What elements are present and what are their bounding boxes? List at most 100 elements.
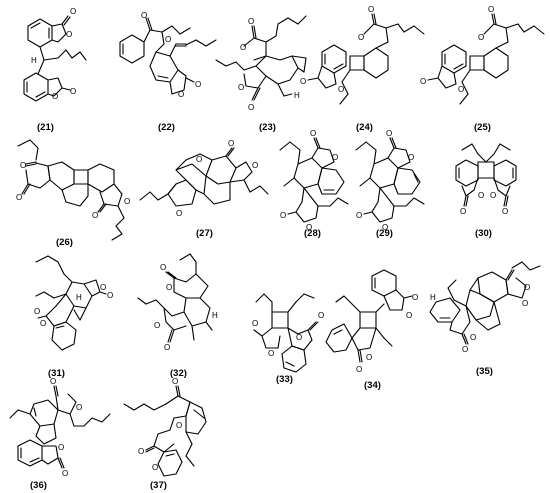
compound-23-atom-1: O [248,17,254,26]
compound-25: O O O O (25) [420,5,545,133]
compound-32-atom-2: O [166,283,172,292]
compound-23-atom-3: O [238,83,244,92]
compound-28: O O O O (28) [279,129,349,239]
compound-21: O O O O H (21) [23,7,87,133]
compound-24-atom-1: O [368,5,374,14]
compound-33-atom-2: O [268,349,274,358]
compound-33: O O O O (33) [252,293,324,385]
compound-28-atom-1: O [310,129,316,138]
compound-27-label: (27) [196,228,213,239]
compound-33-skeleton [253,293,319,373]
compound-25-label: (25) [474,122,491,133]
compound-24: O O O O (24) [300,5,425,133]
compound-21-skeleton [23,15,87,102]
compound-30-atom-3: O [490,191,496,200]
compound-22-label: (22) [158,122,175,133]
compound-22-atom-1: O [141,11,147,20]
compound-34-atom-2: O [412,293,418,302]
compound-21-atom-5: H [31,56,37,65]
compound-35-atom-5: H [430,293,436,302]
compound-37-atom-1: O [172,377,178,386]
compound-32-skeleton [137,253,213,343]
compound-36-atom-2: O [76,403,82,412]
compound-25-atom-1: O [488,5,494,14]
compound-26: O O O O (26) [16,139,130,248]
compound-35-atom-1: O [524,283,530,292]
compound-23-label: (23) [259,122,276,133]
compound-25-atom-4: O [420,77,426,86]
compound-23-atom-2: O [240,43,246,52]
compound-33-atom-3: O [296,333,302,342]
compound-25-skeleton [427,13,545,105]
compound-30: O O O O (30) [455,143,517,239]
compound-34-label: (34) [364,380,381,391]
compound-31-atom-2: O [107,291,113,300]
compound-31-atom-1: O [100,283,106,292]
compound-35-atom-2: O [522,299,528,308]
compound-25-atom-2: O [478,33,484,42]
compound-22: O O O O (22) [119,11,217,133]
compound-34-atom-4: O [356,365,362,374]
compound-37-atom-3: O [138,447,144,456]
compound-26-atom-4: O [92,211,98,220]
compound-22-skeleton [119,17,217,95]
compound-24-atom-3: O [338,85,344,94]
compound-37-atom-2: O [176,421,182,430]
compound-26-label: (26) [56,237,73,248]
compound-25-atom-3: O [458,85,464,94]
compound-21-atom-2: O [70,7,76,16]
compound-36-atom-4: O [62,469,68,478]
compound-24-atom-4: O [300,77,306,86]
compound-36-atom-3: O [58,443,64,452]
compound-32-atom-5: H [212,311,218,320]
compound-29: O O O O (29) [355,129,425,239]
compound-34: O O O O (34) [325,269,418,391]
compound-23-skeleton [215,15,307,101]
compound-27-skeleton [139,147,269,207]
compound-33-label: (33) [276,374,293,385]
compound-24-skeleton [307,13,425,105]
compound-36-atom-1: O [50,377,56,386]
compound-22-atom-2: O [165,35,171,44]
compound-26-atom-2: O [16,193,22,202]
compound-21-label: (21) [37,122,54,133]
compound-30-atom-4: O [502,207,508,216]
compound-27-atom-1: O [228,139,234,148]
compound-22-atom-4: O [195,80,201,89]
compound-21-atom-3: O [52,92,58,101]
compound-30-atom-1: O [478,191,484,200]
compound-31: O O O O H (31) [34,255,113,379]
compound-37-label: (37) [150,480,167,491]
compound-33-atom-1: O [252,319,258,328]
compound-21-atom-4: O [70,87,76,96]
compound-31-atom-3: O [34,307,40,316]
compound-37-skeleton [123,385,207,477]
compound-27-atom-3: O [176,209,182,218]
compound-30-atom-2: O [460,207,466,216]
compound-28-label: (28) [304,228,321,239]
compound-36: O O O O (36) [9,377,111,491]
compound-31-skeleton [35,255,107,351]
compound-31-atom-5: H [76,293,82,302]
compound-27-atom-4: O [196,155,202,164]
compound-29-atom-4: O [382,223,388,232]
compound-32-label: (32) [170,368,187,379]
compound-23-atom-5: H [294,91,300,100]
compound-34-atom-3: O [366,353,372,362]
compound-26-skeleton [17,139,125,241]
compound-31-label: (31) [48,368,65,379]
compound-33-atom-4: O [318,311,324,320]
compound-35-skeleton [429,261,541,345]
compound-32-atom-3: O [154,321,160,330]
compound-30-skeleton [455,143,517,207]
compound-35-label: (35) [476,366,493,377]
compound-35-atom-4: O [462,345,468,354]
compound-34-skeleton [325,269,413,363]
compound-26-atom-3: O [124,197,130,206]
compound-27: O O O O (27) [139,139,269,239]
compound-30-label: (30) [475,228,492,239]
compound-29-label: (29) [376,228,393,239]
compound-23: O O O O H (23) [215,15,307,133]
compound-29-atom-2: O [408,153,414,162]
compound-32-atom-4: O [164,343,170,352]
